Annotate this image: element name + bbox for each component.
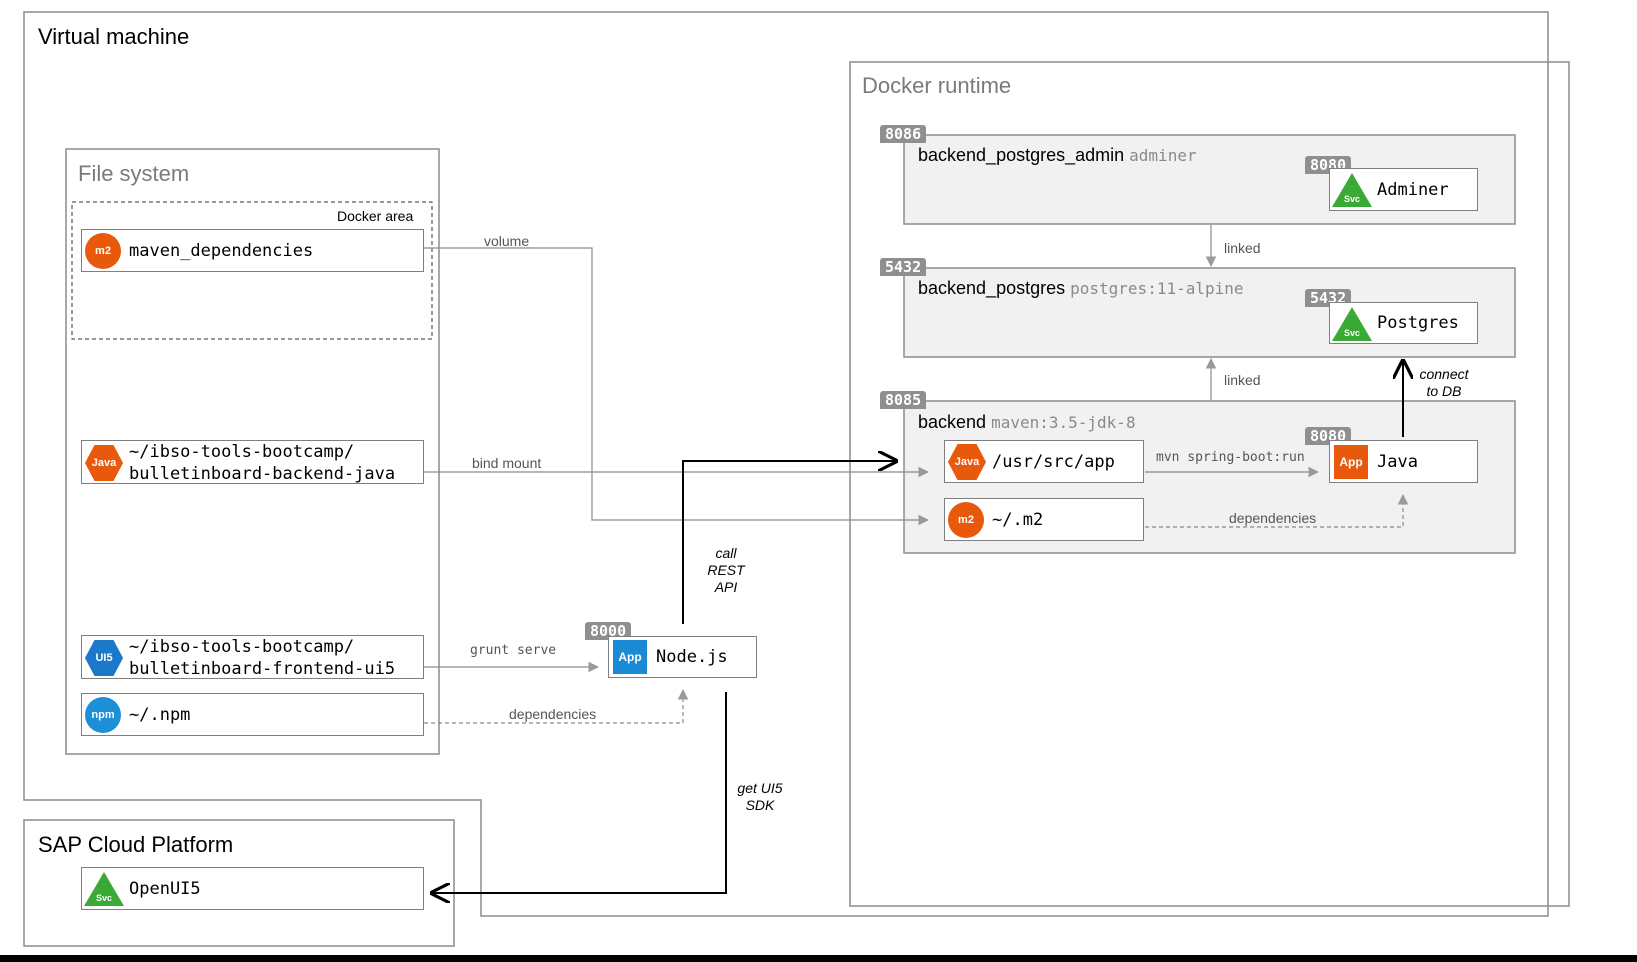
backend-port-badge: 8085 bbox=[880, 391, 927, 409]
admin-port-badge: 8086 bbox=[880, 125, 927, 143]
edge-label-bind-mount: bind mount bbox=[472, 455, 542, 471]
virtual-machine-title: Virtual machine bbox=[38, 24, 190, 49]
backend-container-image: maven:3.5-jdk-8 bbox=[991, 413, 1136, 432]
backend-java-app[interactable]: App Java bbox=[1329, 440, 1478, 483]
backend-m2[interactable]: m2 ~/.m2 bbox=[944, 498, 1144, 541]
edge-call-rest-api bbox=[682, 461, 896, 624]
fs-node-backend-java[interactable]: Java ~/ibso-tools-bootcamp/ bulletinboar… bbox=[81, 440, 424, 484]
docker-area-title: Docker area bbox=[337, 208, 414, 224]
openui5-label: OpenUI5 bbox=[129, 879, 201, 899]
postgres-container-name: backend_postgres bbox=[918, 278, 1066, 298]
file-system-frame bbox=[65, 148, 440, 755]
edge-label-call-rest-api: call REST API bbox=[707, 545, 745, 595]
maven-dependencies-label: maven_dependencies bbox=[129, 241, 314, 261]
edge-label-volume: volume bbox=[484, 233, 530, 249]
backend-src-app[interactable]: Java /usr/src/app bbox=[944, 440, 1144, 483]
backend-container-name: backend bbox=[918, 412, 987, 432]
backend-container-title: backend maven:3.5-jdk-8 bbox=[918, 412, 1136, 433]
app-icon: App bbox=[1334, 445, 1368, 479]
edge-label-connect-db: connect to DB bbox=[1419, 366, 1469, 399]
sap-cloud-platform-title: SAP Cloud Platform bbox=[38, 832, 234, 857]
node-js-app[interactable]: App Node.js bbox=[608, 636, 757, 678]
service-icon: Svc bbox=[1332, 173, 1372, 207]
file-system-title: File system bbox=[78, 161, 190, 186]
edge-label-grunt-serve: grunt serve bbox=[470, 643, 557, 658]
edge-m2-dependencies bbox=[1145, 493, 1409, 528]
frontend-ui5-label: ~/ibso-tools-bootcamp/ bulletinboard-fro… bbox=[129, 637, 396, 679]
bottom-edge-bar bbox=[0, 955, 1637, 962]
java-icon: Java bbox=[948, 444, 986, 480]
virtual-machine-frame bbox=[23, 11, 1549, 917]
node-js-label: Node.js bbox=[656, 647, 728, 667]
service-icon: Svc bbox=[84, 872, 124, 906]
m2-icon: m2 bbox=[948, 502, 984, 538]
src-app-label: /usr/src/app bbox=[992, 452, 1115, 472]
postgres-service[interactable]: Svc Postgres bbox=[1329, 302, 1478, 344]
adminer-service[interactable]: Svc Adminer bbox=[1329, 168, 1478, 211]
m2-icon: m2 bbox=[85, 233, 121, 269]
admin-container-name: backend_postgres_admin bbox=[918, 145, 1125, 165]
edge-label-m2-dependencies: dependencies bbox=[1229, 510, 1317, 526]
ui5-icon: UI5 bbox=[85, 640, 123, 676]
edge-label-mvn-run: mvn spring-boot:run bbox=[1156, 450, 1305, 465]
admin-container-image: adminer bbox=[1129, 146, 1197, 165]
fs-node-maven-dependencies[interactable]: m2 maven_dependencies bbox=[81, 229, 424, 272]
sap-node-openui5[interactable]: Svc OpenUI5 bbox=[81, 867, 424, 910]
fs-node-npm[interactable]: npm ~/.npm bbox=[81, 693, 424, 736]
service-icon: Svc bbox=[1332, 307, 1372, 341]
edge-label-npm-dependencies: dependencies bbox=[509, 706, 597, 722]
docker-area-frame bbox=[71, 201, 433, 340]
m2-label: ~/.m2 bbox=[992, 510, 1044, 530]
postgres-label: Postgres bbox=[1377, 313, 1459, 333]
postgres-container-title: backend_postgres postgres:11-alpine bbox=[918, 278, 1244, 299]
postgres-port-badge: 5432 bbox=[880, 258, 927, 276]
docker-runtime-frame bbox=[849, 61, 1570, 907]
edge-npm-dependencies bbox=[424, 688, 689, 724]
edge-get-ui5-sdk bbox=[432, 692, 727, 893]
edge-volume bbox=[424, 247, 930, 526]
java-app-label: Java bbox=[1377, 452, 1418, 472]
node-port-badge: 8000 bbox=[585, 622, 632, 640]
npm-icon: npm bbox=[85, 697, 121, 733]
java-icon: Java bbox=[85, 445, 123, 481]
sap-cloud-platform-frame bbox=[23, 819, 455, 947]
docker-runtime-title: Docker runtime bbox=[862, 73, 1012, 98]
app-icon: App bbox=[613, 640, 647, 674]
edge-label-linked-backend: linked bbox=[1224, 372, 1261, 388]
edge-label-get-ui5-sdk: get UI5 SDK bbox=[737, 780, 783, 813]
adminer-label: Adminer bbox=[1377, 180, 1449, 200]
edge-label-linked-admin: linked bbox=[1224, 240, 1261, 256]
postgres-container-image: postgres:11-alpine bbox=[1070, 279, 1244, 298]
backend-java-label: ~/ibso-tools-bootcamp/ bulletinboard-bac… bbox=[129, 442, 396, 484]
npm-label: ~/.npm bbox=[129, 705, 191, 725]
admin-container-title: backend_postgres_admin adminer bbox=[918, 145, 1197, 166]
fs-node-frontend-ui5[interactable]: UI5 ~/ibso-tools-bootcamp/ bulletinboard… bbox=[81, 635, 424, 679]
